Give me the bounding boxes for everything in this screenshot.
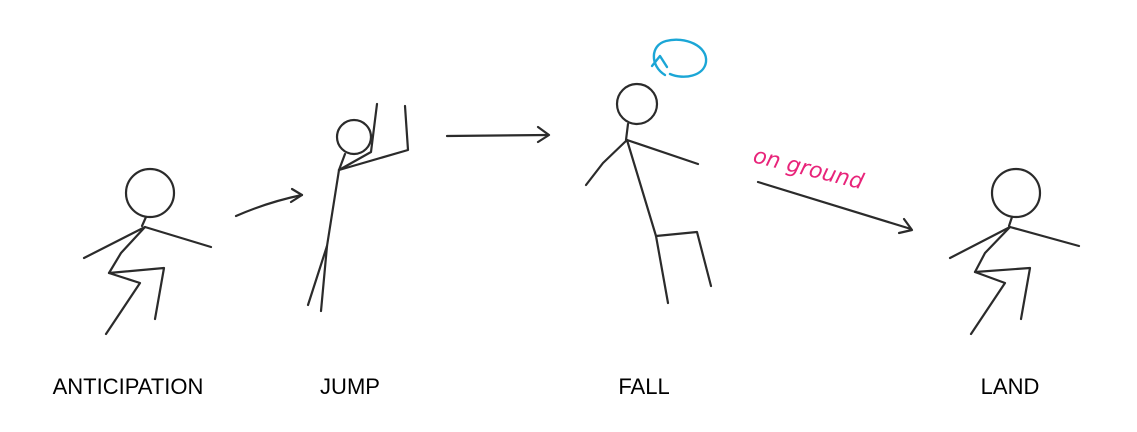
anticipation-neck <box>140 215 148 228</box>
label-land: LAND <box>980 374 1040 399</box>
rotation-arrowhead <box>650 54 669 69</box>
arrowhead-icon <box>289 187 304 204</box>
label-anticipation: ANTICIPATION <box>52 374 204 399</box>
arrow-to-land <box>756 180 914 235</box>
fall-leg-left <box>625 138 670 305</box>
anticipation-figure <box>82 167 213 336</box>
arrow-shaft <box>234 193 304 218</box>
rotation-arrow-icon <box>650 38 708 78</box>
anticipation-head <box>124 167 176 219</box>
jump-figure <box>306 102 410 313</box>
arrow-to-fall <box>445 125 551 144</box>
land-leg-right <box>973 266 1032 321</box>
fall-figure <box>584 82 713 305</box>
arrow-shaft <box>756 180 913 231</box>
fall-head <box>615 82 659 126</box>
label-fall: FALL <box>618 374 670 399</box>
land-arms <box>948 225 1081 260</box>
fall-arm-right <box>625 138 700 166</box>
fall-arm-left <box>584 138 629 187</box>
arrowhead-icon <box>536 125 551 144</box>
label-jump: JUMP <box>320 374 380 399</box>
jump-head <box>335 118 373 156</box>
land-figure <box>948 167 1081 336</box>
jump-leg-right <box>319 244 329 313</box>
jump-arm-left <box>337 102 379 172</box>
jump-neck <box>337 152 347 172</box>
on-ground-annotation: on ground <box>751 144 867 196</box>
jump-arm-right <box>337 104 410 172</box>
rotation-loop <box>652 38 708 78</box>
arrow-shaft <box>445 133 550 138</box>
anticipation-leg-right <box>107 266 166 321</box>
arrow-to-jump <box>234 187 304 218</box>
land-head <box>990 167 1042 219</box>
land-neck <box>1007 215 1014 228</box>
fall-neck <box>624 122 630 142</box>
arrowhead-icon <box>897 217 914 235</box>
anticipation-arms <box>82 225 213 260</box>
fall-leg-right <box>654 230 713 288</box>
